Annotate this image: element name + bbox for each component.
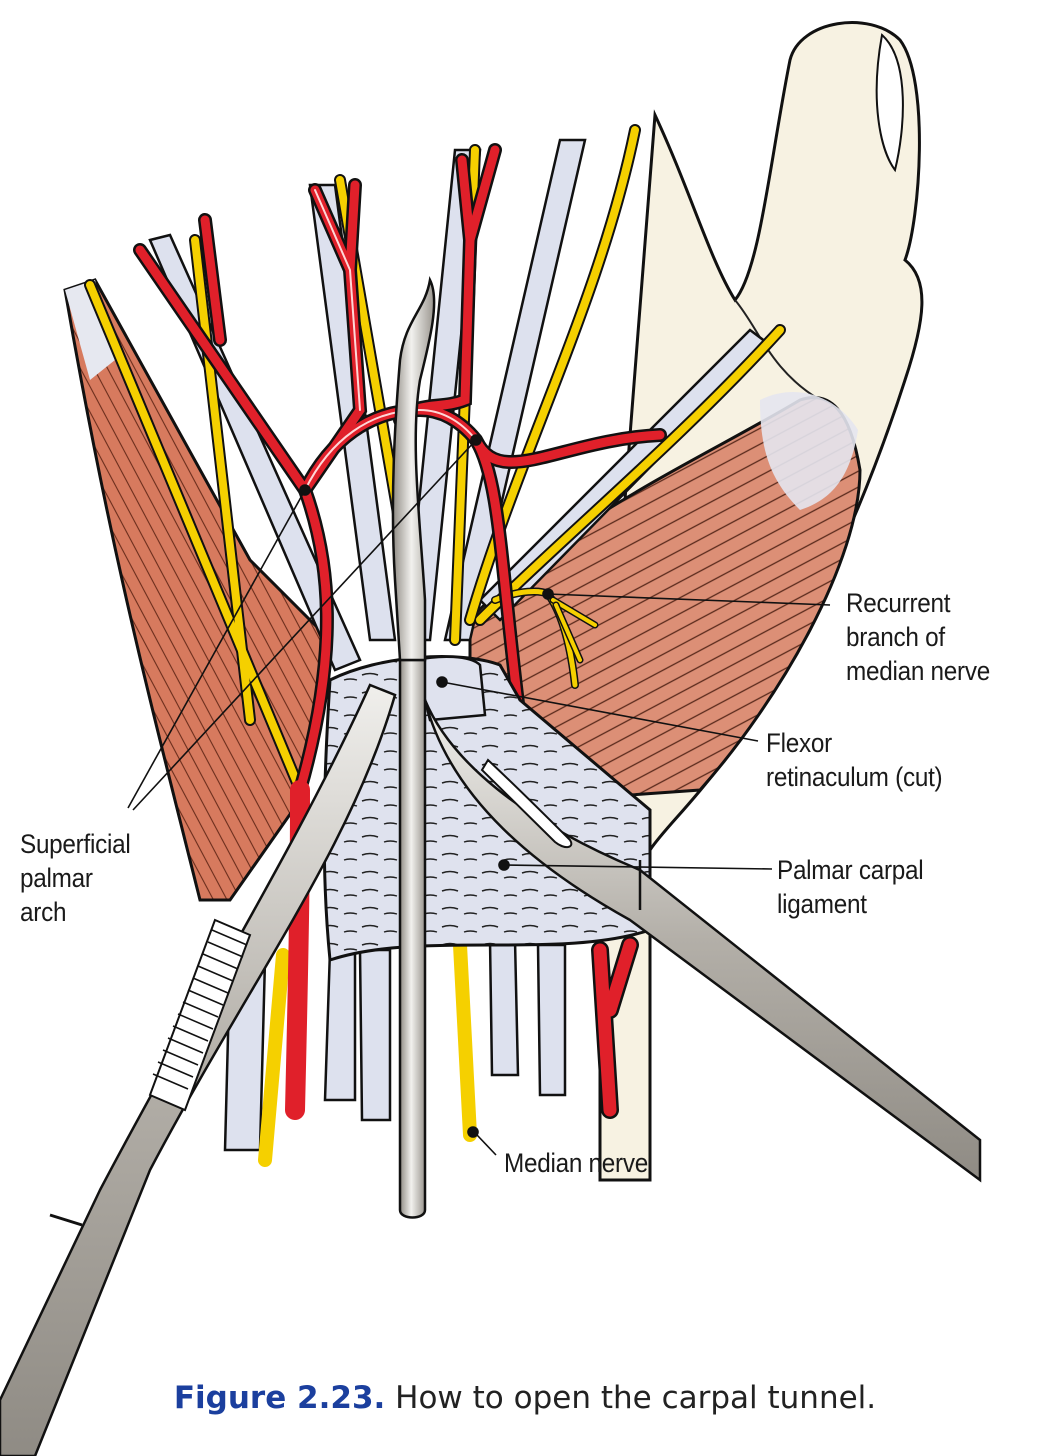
label-line: branch of	[846, 622, 945, 652]
label-recurrent-branch: Recurrent branch of median nerve	[846, 586, 990, 688]
label-median-nerve: Median nerve	[504, 1146, 648, 1180]
forceps-instrument	[0, 683, 397, 1456]
scalpel-instrument	[423, 699, 982, 1183]
label-line: palmar	[20, 863, 93, 893]
label-line: Superficial	[20, 829, 131, 859]
label-line: arch	[20, 897, 67, 927]
probe-instrument	[391, 275, 436, 1219]
label-palmar-carpal-ligament: Palmar carpal ligament	[777, 853, 924, 921]
figure-number: Figure 2.23.	[173, 1380, 386, 1416]
label-line: median nerve	[846, 656, 990, 686]
label-line: Flexor	[766, 728, 832, 758]
leader-lines	[127, 434, 831, 1156]
figure-caption: Figure 2.23. How to open the carpal tunn…	[0, 1380, 1050, 1416]
flexor-retinaculum	[413, 655, 487, 722]
label-line: retinaculum (cut)	[766, 762, 943, 792]
label-flexor-retinaculum: Flexor retinaculum (cut)	[766, 726, 943, 794]
label-superficial-palmar-arch: Superficial palmar arch	[20, 827, 131, 929]
label-line: Recurrent	[846, 588, 951, 618]
caption-text: How to open the carpal tunnel.	[395, 1380, 877, 1416]
label-line: Median nerve	[504, 1148, 648, 1178]
label-line: ligament	[777, 889, 867, 919]
hypothenar-muscle	[63, 278, 332, 902]
label-line: Palmar carpal	[777, 855, 924, 885]
